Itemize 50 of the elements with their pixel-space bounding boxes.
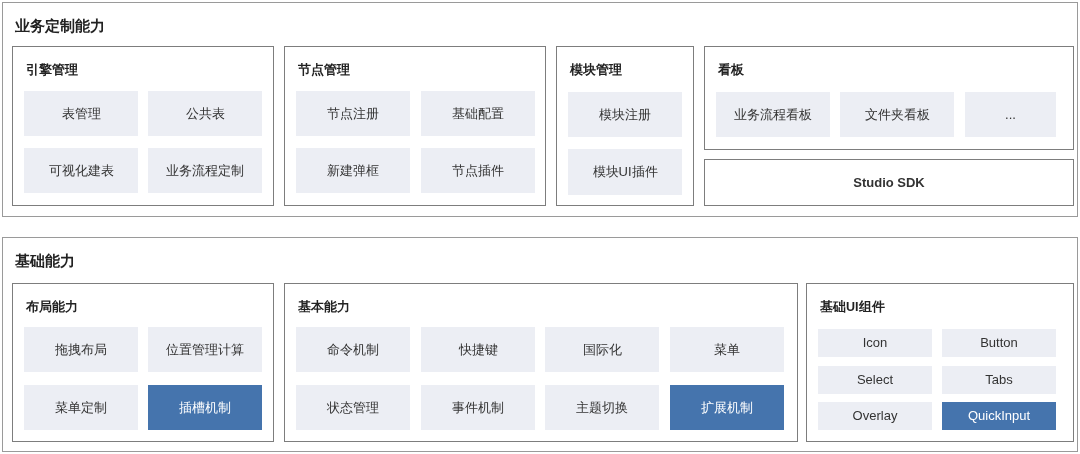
feature-item: 节点注册 [296,91,410,136]
group-panel [556,46,694,206]
feature-item: ... [965,92,1056,137]
feature-item: Icon [818,329,932,357]
section-panel [2,237,1078,452]
feature-item: 新建弹框 [296,148,410,193]
group-panel [12,46,274,206]
feature-item: 业务流程看板 [716,92,830,137]
group-heading: 模块管理 [570,62,622,79]
feature-item: 基础配置 [421,91,535,136]
feature-item: 业务流程定制 [148,148,262,193]
feature-item: 节点插件 [421,148,535,193]
feature-item: 国际化 [545,327,659,372]
feature-item: Select [818,366,932,394]
section-panel [2,2,1078,217]
group-panel [284,283,798,442]
feature-item: 拖拽布局 [24,327,138,372]
feature-item: 位置管理计算 [148,327,262,372]
feature-item: 公共表 [148,91,262,136]
group-heading: 节点管理 [298,62,350,79]
group-panel [806,283,1074,442]
feature-item: 菜单 [670,327,784,372]
highlighted-item: 插槽机制 [148,385,262,430]
feature-item: 菜单定制 [24,385,138,430]
feature-item: 可视化建表 [24,148,138,193]
feature-item: 模块UI插件 [568,149,682,195]
feature-item: 模块注册 [568,92,682,137]
group-heading: 引擎管理 [26,62,78,79]
feature-item: Button [942,329,1056,357]
feature-item: 状态管理 [296,385,410,430]
group-heading: 基本能力 [298,299,350,316]
feature-item: 事件机制 [421,385,535,430]
group-panel [284,46,546,206]
highlighted-item: 扩展机制 [670,385,784,430]
group-panel [12,283,274,442]
feature-item: 主题切换 [545,385,659,430]
feature-item: 命令机制 [296,327,410,372]
group-heading: 基础UI组件 [820,299,885,316]
section-heading: 基础能力 [15,251,75,271]
feature-item: 表管理 [24,91,138,136]
feature-item: 快捷键 [421,327,535,372]
group-heading: 布局能力 [26,299,78,316]
group-panel [704,46,1074,150]
sdk-bar: Studio SDK [704,159,1074,206]
feature-item: Tabs [942,366,1056,394]
feature-item: Overlay [818,402,932,430]
feature-item: 文件夹看板 [840,92,954,137]
highlighted-item: QuickInput [942,402,1056,430]
group-heading: 看板 [718,62,744,79]
section-heading: 业务定制能力 [15,16,105,36]
